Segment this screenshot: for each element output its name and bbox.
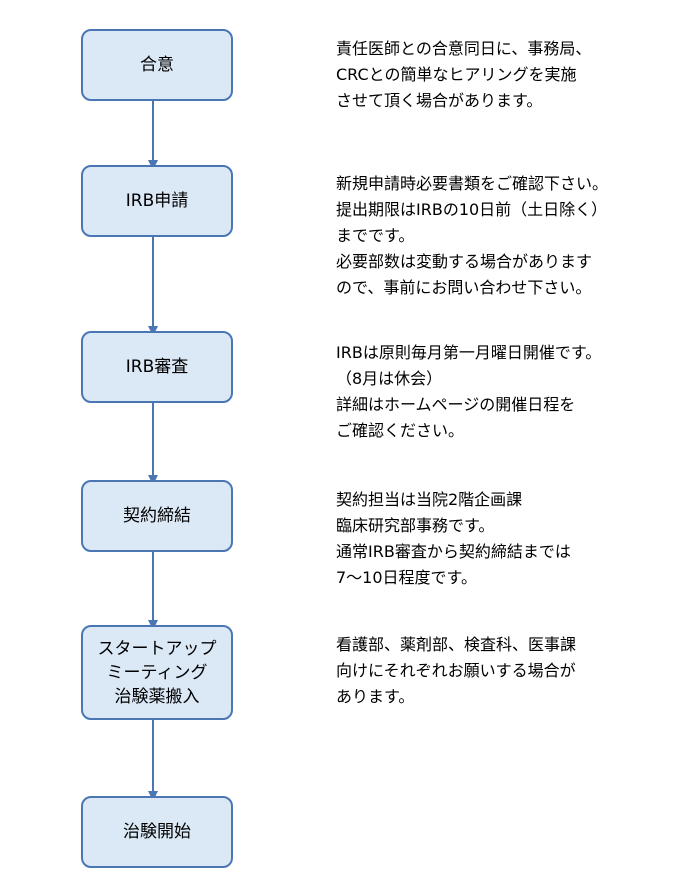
note-contract: 契約担当は当院2階企画課 臨床研究部事務です。 通常IRB審査から契約締結までは… bbox=[336, 490, 571, 587]
note-consent: 責任医師との合意同日に、事務局、 CRCとの簡単なヒアリングを実施 させて頂く場… bbox=[336, 39, 592, 110]
step-trial-start: 治験開始 bbox=[81, 796, 233, 868]
step-consent: 合意 bbox=[81, 29, 233, 101]
step-contract: 契約締結 bbox=[81, 480, 233, 552]
note-irb-review: IRBは原則毎月第一月曜日開催です。 （8月は休会） 詳細はホームページの開催日… bbox=[336, 343, 602, 440]
note-startup-meeting: 看護部、薬剤部、検査科、医事課 向けにそれぞれお願いする場合が あります。 bbox=[336, 635, 577, 706]
step-irb-application: IRB申請 bbox=[81, 165, 233, 237]
step-startup-meeting: スタートアップ ミーティング 治験薬搬入 bbox=[81, 625, 233, 720]
step-irb-review: IRB審査 bbox=[81, 331, 233, 403]
note-irb-application: 新規申請時必要書類をご確認下さい。 提出期限はIRBの10日前（土日除く） まで… bbox=[336, 174, 609, 297]
